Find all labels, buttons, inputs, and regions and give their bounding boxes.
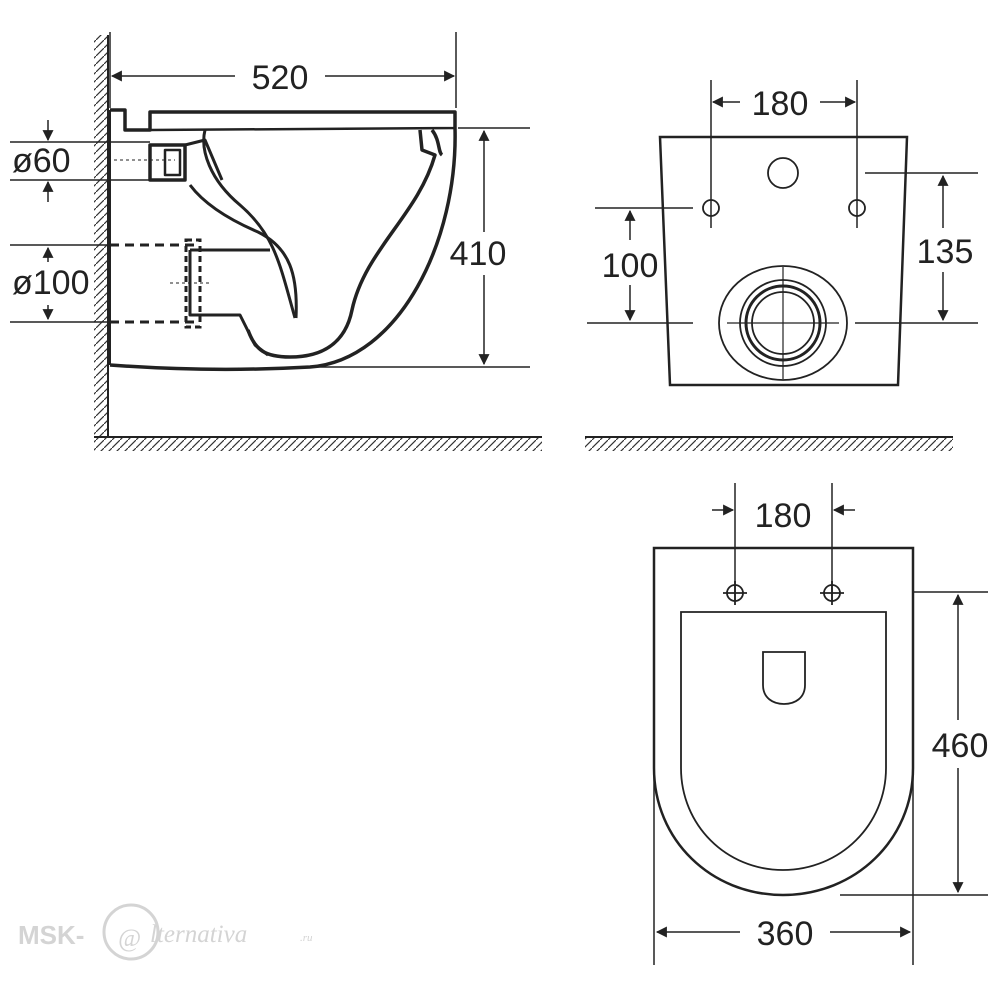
dimension-inlet: [10, 120, 150, 202]
label-outlet-height: 100: [602, 247, 659, 285]
wall-hatching: [94, 35, 108, 437]
floor-hatching: [94, 437, 542, 451]
watermark-script: lternativa: [150, 921, 247, 948]
label-height: 410: [450, 235, 507, 273]
top-body-outline: [652, 546, 915, 897]
watermark-logo: MSK- @ lternativa .ru: [18, 903, 313, 961]
top-dimension-460: [840, 591, 988, 896]
seat-hinge-cutout: [762, 651, 806, 705]
watermark-suffix: .ru: [300, 932, 313, 944]
top-fixing-holes: [723, 581, 844, 605]
dimension-410: [300, 127, 530, 368]
watermark-prefix: MSK-: [18, 920, 84, 950]
label-top-fixing-spacing: 180: [755, 497, 812, 535]
water-inlet-hole: [767, 157, 799, 189]
rear-dimension-100: [587, 207, 693, 324]
seat-inner-outline: [680, 611, 887, 871]
top-view: 180 460 360: [652, 483, 989, 965]
rear-dimension-180: [710, 80, 858, 228]
rear-dimension-135: [855, 172, 978, 324]
rear-body-outline: [658, 135, 909, 387]
label-width: 520: [252, 59, 309, 97]
top-dimension-180: [712, 483, 855, 600]
label-depth: 460: [932, 727, 989, 765]
dimension-520: [109, 32, 457, 108]
side-view: 520 410 ø60 ø100: [10, 32, 542, 451]
dimension-outlet: [10, 244, 110, 323]
rear-floor-hatching: [585, 437, 953, 451]
label-fixing-height: 135: [917, 233, 974, 271]
outlet-pipe-dashed: [110, 238, 202, 329]
label-top-width: 360: [757, 915, 814, 953]
label-rear-fixing-spacing: 180: [752, 85, 809, 123]
watermark-at-glyph: @: [118, 925, 141, 952]
label-outlet-diameter: ø100: [12, 264, 90, 302]
bowl-outline: [109, 108, 457, 372]
rear-view: 180 100 135: [585, 80, 978, 451]
label-inlet-diameter: ø60: [12, 142, 71, 180]
top-dimension-360: [653, 770, 914, 965]
watermark-at-circle: [102, 903, 160, 961]
